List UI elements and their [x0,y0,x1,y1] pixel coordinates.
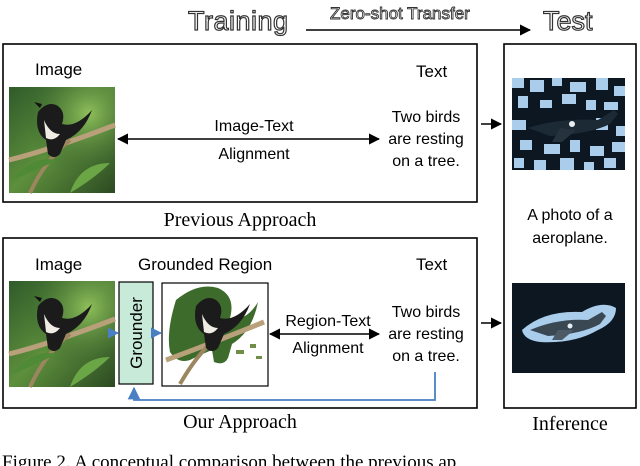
previous-text-label: Text [416,62,447,81]
ours-caption-line3: on a tree. [392,348,460,365]
previous-caption-line3: on a tree. [392,153,460,170]
ours-region-label: Grounded Region [138,255,272,274]
region-text-alignment-line2: Alignment [292,340,364,357]
feedback-arrow [127,372,436,401]
previous-caption-line1: Two birds [392,109,460,126]
our-approach-box [2,237,478,409]
inference-box [503,43,637,409]
inference-title: Inference [532,413,608,435]
previous-caption-line2: are resting [388,131,464,148]
inference-prompt-line2: aeroplane. [532,230,608,247]
grounded-region-image [161,282,269,387]
our-approach-title: Our Approach [183,411,297,433]
header-training: Training [188,6,289,36]
grounder-label: Grounder [127,297,146,369]
previous-approach-title: Previous Approach [164,209,317,231]
region-text-alignment-line1: Region-Text [285,313,371,330]
previous-approach-box [2,43,478,203]
masked-aeroplane-image [512,283,625,373]
ours-text-label: Text [416,255,447,274]
ours-caption-line2: are resting [388,326,464,343]
previous-bird-image [8,87,116,194]
inference-prompt-line1: A photo of a [527,207,613,224]
ours-caption-line1: Two birds [392,304,460,321]
ours-image-label: Image [35,255,82,274]
ours-bird-image [8,281,116,388]
image-text-alignment-line2: Alignment [218,146,290,163]
header-test: Test [543,6,593,36]
noisy-aeroplane-image [512,78,625,170]
previous-image-label: Image [35,60,82,79]
figure-caption: Figure 2. A conceptual comparison betwee… [2,452,456,466]
image-text-alignment-line1: Image-Text [214,118,294,135]
header-transfer: Zero-shot Transfer [330,4,470,23]
